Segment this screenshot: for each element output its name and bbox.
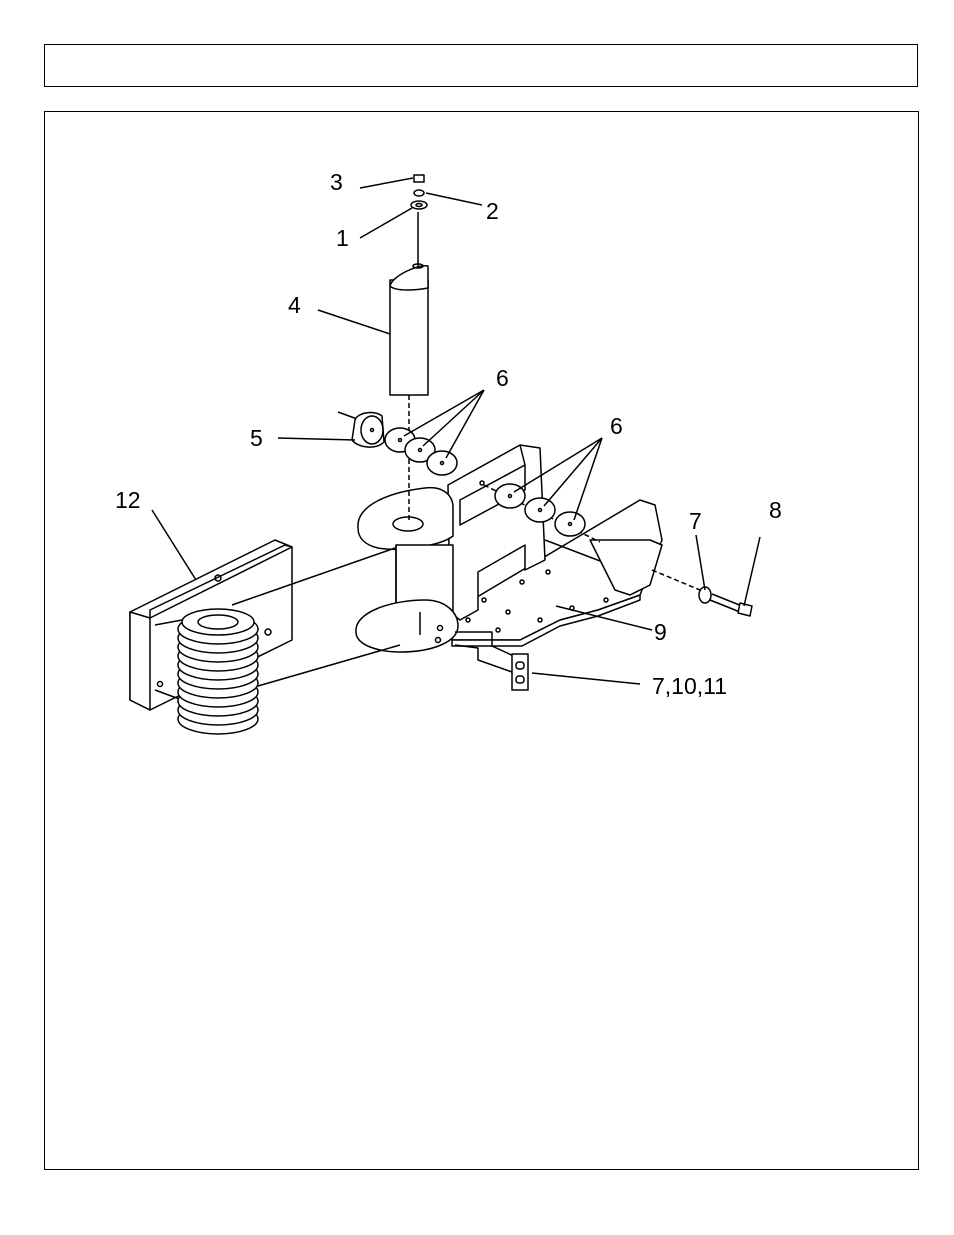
parts-7-8-bolt-washer [652,570,752,616]
part-9-main-frame [356,445,662,690]
callout-6-right: 6 [610,413,623,439]
callout-3: 3 [330,169,343,195]
parts-1-2-3-fasteners [411,175,427,209]
callout-8: 8 [769,497,782,523]
callout-12: 12 [115,487,141,513]
callout-4: 4 [288,292,301,318]
callout-6-left: 6 [496,365,509,391]
part-12-spring-bracket [130,540,292,734]
callout-2: 2 [486,198,499,224]
callout-1: 1 [336,225,349,251]
part-5-bushing [338,412,384,447]
callout-7-10-11: 7,10,11 [652,673,727,699]
callout-9: 9 [654,619,667,645]
part-6-spacers-left [385,428,457,475]
part-4-pin [390,212,428,520]
callout-7: 7 [689,508,702,534]
callout-5: 5 [250,425,263,451]
